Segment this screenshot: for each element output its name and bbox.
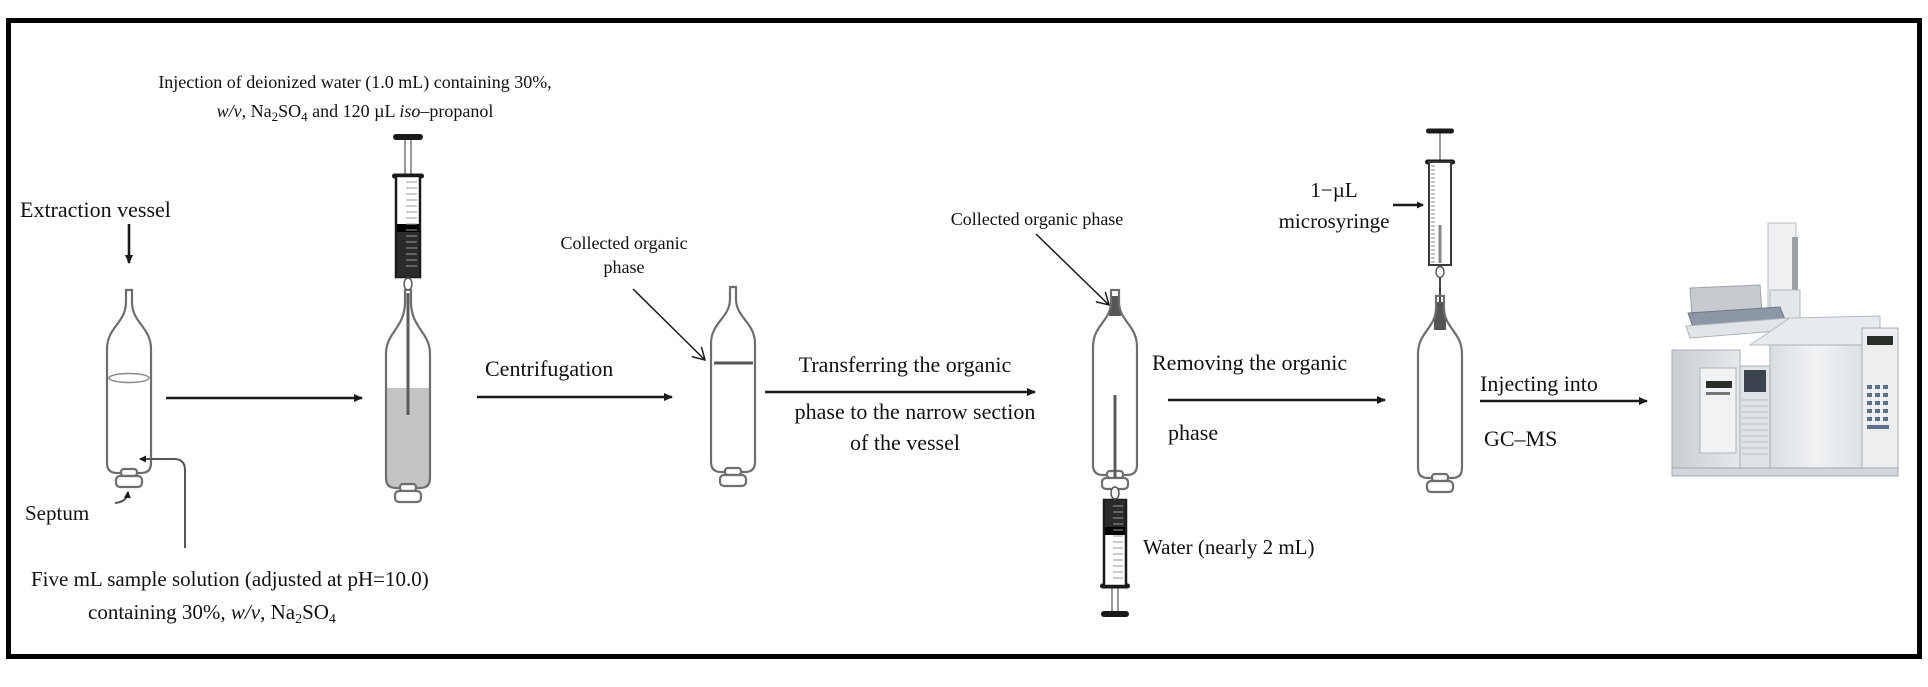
syringe-contents [397, 224, 419, 277]
plunger-rod [1111, 585, 1119, 615]
subscript-4: 4 [329, 612, 336, 627]
subscript-2: 2 [272, 109, 279, 124]
vessel-4 [1091, 288, 1139, 491]
ms-buttons [1706, 392, 1730, 395]
vessel-1 [105, 288, 153, 489]
injection-note-line2: w/v, Na2SO4 and 120 µL iso–propanol [217, 101, 494, 124]
septum [1425, 479, 1455, 494]
text-run: SO [278, 101, 301, 121]
text-run: , Na [260, 600, 296, 624]
removing-label-below: phase [1168, 420, 1218, 445]
septum-label: Septum [25, 501, 89, 525]
septum-pointer-arrow-icon [114, 491, 131, 504]
vessel-5 [1416, 294, 1464, 494]
vessel-3 [709, 285, 757, 488]
vessel-outline [709, 285, 757, 474]
plunger-thumb [393, 134, 423, 140]
collected-organic-phase-label-1-line2: phase [604, 257, 645, 277]
iso-italic: iso [399, 101, 420, 121]
sample-solution-line1: Five mL sample solution (adjusted at pH=… [31, 567, 429, 591]
vessel-2 [384, 288, 432, 504]
injection-note-line1: Injection of deionized water (1.0 mL) co… [158, 72, 551, 93]
water-label: Water (nearly 2 mL) [1143, 535, 1314, 559]
injecting-label-above: Injecting into [1480, 371, 1598, 396]
subscript-2: 2 [295, 612, 302, 627]
sample-solution-note: Five mL sample solution (adjusted at pH=… [31, 567, 429, 627]
ms-window [1744, 370, 1766, 392]
ms-front-panel [1699, 367, 1737, 454]
wv-italic: w/v [217, 101, 242, 121]
removing-label-above: Removing the organic [1152, 350, 1347, 375]
extraction-vessel-label: Extraction vessel [20, 197, 171, 222]
text-run: SO [302, 600, 329, 624]
luer-tip [1110, 486, 1120, 500]
liquid-meniscus [108, 372, 150, 384]
collected-organic-phase-label-1-line1: Collected organic [560, 233, 687, 253]
vessel-outline [1416, 294, 1464, 480]
transferring-label-below-2: of the vessel [850, 430, 960, 455]
collected-organic-phase-label-2: Collected organic phase [951, 209, 1124, 229]
gc-oven-door [1769, 344, 1863, 471]
transferring-label-below-1: phase to the narrow section [795, 399, 1036, 424]
text-run: –propanol [419, 101, 493, 121]
gc-display [1867, 336, 1893, 345]
septum [114, 474, 144, 489]
text-run: and 120 µL [308, 101, 400, 121]
text-run: , Na [242, 101, 272, 121]
instrument-base [1671, 467, 1899, 477]
luer-tip [1435, 265, 1445, 279]
wv-italic: w/v [231, 600, 261, 624]
vent-grille [1742, 399, 1768, 455]
microsyringe [1425, 128, 1455, 311]
septum [393, 489, 423, 504]
gc-ms-instrument-icon [1671, 222, 1899, 477]
syringe-barrel [1428, 161, 1452, 266]
pointer-arrow-icon [1035, 233, 1109, 305]
subscript-4: 4 [301, 109, 308, 124]
pointer-arrow-icon [632, 288, 705, 360]
centrifugation-label: Centrifugation [485, 356, 613, 381]
vessel-outline [105, 288, 153, 475]
gc-keypad [1867, 385, 1889, 429]
tower-rail [1792, 237, 1798, 325]
plunger-seal [397, 224, 419, 232]
ms-display [1706, 381, 1732, 388]
plunger-thumb [1101, 611, 1129, 617]
syringe-2 [1100, 486, 1130, 617]
text-run: containing 30%, [88, 600, 231, 624]
septum [718, 473, 748, 488]
vessel-outline [384, 288, 432, 490]
syringe-1 [392, 134, 424, 291]
gc-control-panel [1861, 327, 1899, 471]
luer-tip [403, 277, 413, 291]
sample-inlet-arrow-icon [139, 455, 186, 548]
sample-in-barrel [1438, 225, 1442, 263]
injection-note: Injection of deionized water (1.0 mL) co… [158, 72, 551, 124]
microsyringe-label-line2: microsyringe [1279, 209, 1390, 233]
sample-solution-line2: containing 30%, w/v, Na2SO4 [88, 600, 336, 627]
figure-frame [6, 18, 1922, 659]
plunger-seal [1105, 527, 1125, 535]
plunger-rod [404, 136, 412, 177]
vessel-outline [1091, 288, 1139, 477]
plunger-thumb [1426, 128, 1454, 134]
microsyringe-label-line1: 1−µL [1310, 178, 1357, 202]
transferring-label-above: Transferring the organic [799, 352, 1012, 377]
injecting-label-below: GC–MS [1484, 426, 1557, 451]
